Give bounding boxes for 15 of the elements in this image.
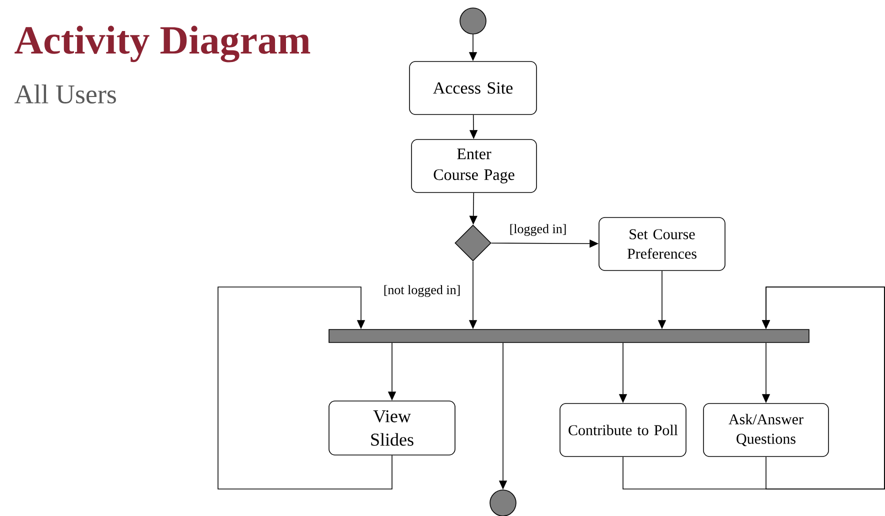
fork-bar <box>328 329 810 343</box>
arrow <box>218 286 392 490</box>
subtitle: All Users <box>14 84 116 104</box>
edge-label: [not logged in] <box>382 284 462 298</box>
activity-box: Ask/Answer Questions <box>703 403 829 457</box>
activity-box: Set Course Preferences <box>598 217 726 271</box>
title: Activity Diagram <box>14 26 310 62</box>
activity-box: Contribute to Poll <box>560 403 686 457</box>
activity-box: View Slides <box>328 400 456 456</box>
end-node <box>490 490 516 516</box>
start-node <box>460 8 486 34</box>
edge-label: [logged in] <box>508 223 568 237</box>
activity-box: Enter Course Page <box>411 139 537 193</box>
activity-box: Access Site <box>409 61 537 115</box>
decision-diamond <box>454 224 492 262</box>
